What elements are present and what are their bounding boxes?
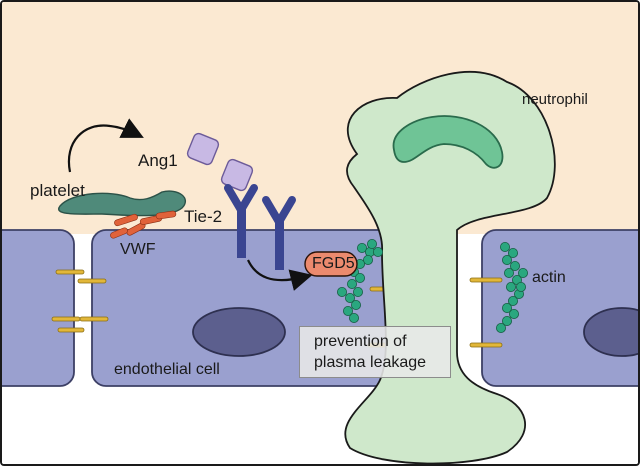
vwf-fibers <box>110 210 177 239</box>
endothelial-cell-left <box>2 229 75 387</box>
neutrophil-nucleus <box>392 115 504 169</box>
endothelial-nucleus-right <box>583 307 638 357</box>
fgd5-pill <box>304 251 358 277</box>
label-ang1: Ang1 <box>138 151 178 170</box>
label-vwf: VWF <box>120 241 156 258</box>
label-tie2: Tie-2 <box>184 207 223 226</box>
tie2-receptor-right-stem <box>275 220 284 270</box>
label-neutrophil: neutrophil <box>522 91 588 108</box>
label-endothelial-cell: endothelial cell <box>114 361 220 378</box>
tie2-receptor-left-stem <box>237 208 246 258</box>
prevention-line-2: plasma leakage <box>314 354 427 371</box>
ang1-molecule-upper <box>186 132 220 166</box>
prevention-callout-box: prevention of plasma leakage <box>299 326 451 378</box>
label-fgd5: FGD5 <box>312 255 355 272</box>
platelet-shape <box>57 190 187 217</box>
label-actin: actin <box>532 269 566 286</box>
actin-filament-right <box>495 241 529 333</box>
ang1-molecule-lower <box>220 158 254 192</box>
label-platelet: platelet <box>30 181 85 200</box>
prevention-line-1: prevention of <box>314 333 407 350</box>
arrow-platelet-to-ang1 <box>67 118 144 173</box>
arrow-tie2-to-fgd5 <box>247 259 313 291</box>
endothelial-nucleus <box>192 307 286 357</box>
